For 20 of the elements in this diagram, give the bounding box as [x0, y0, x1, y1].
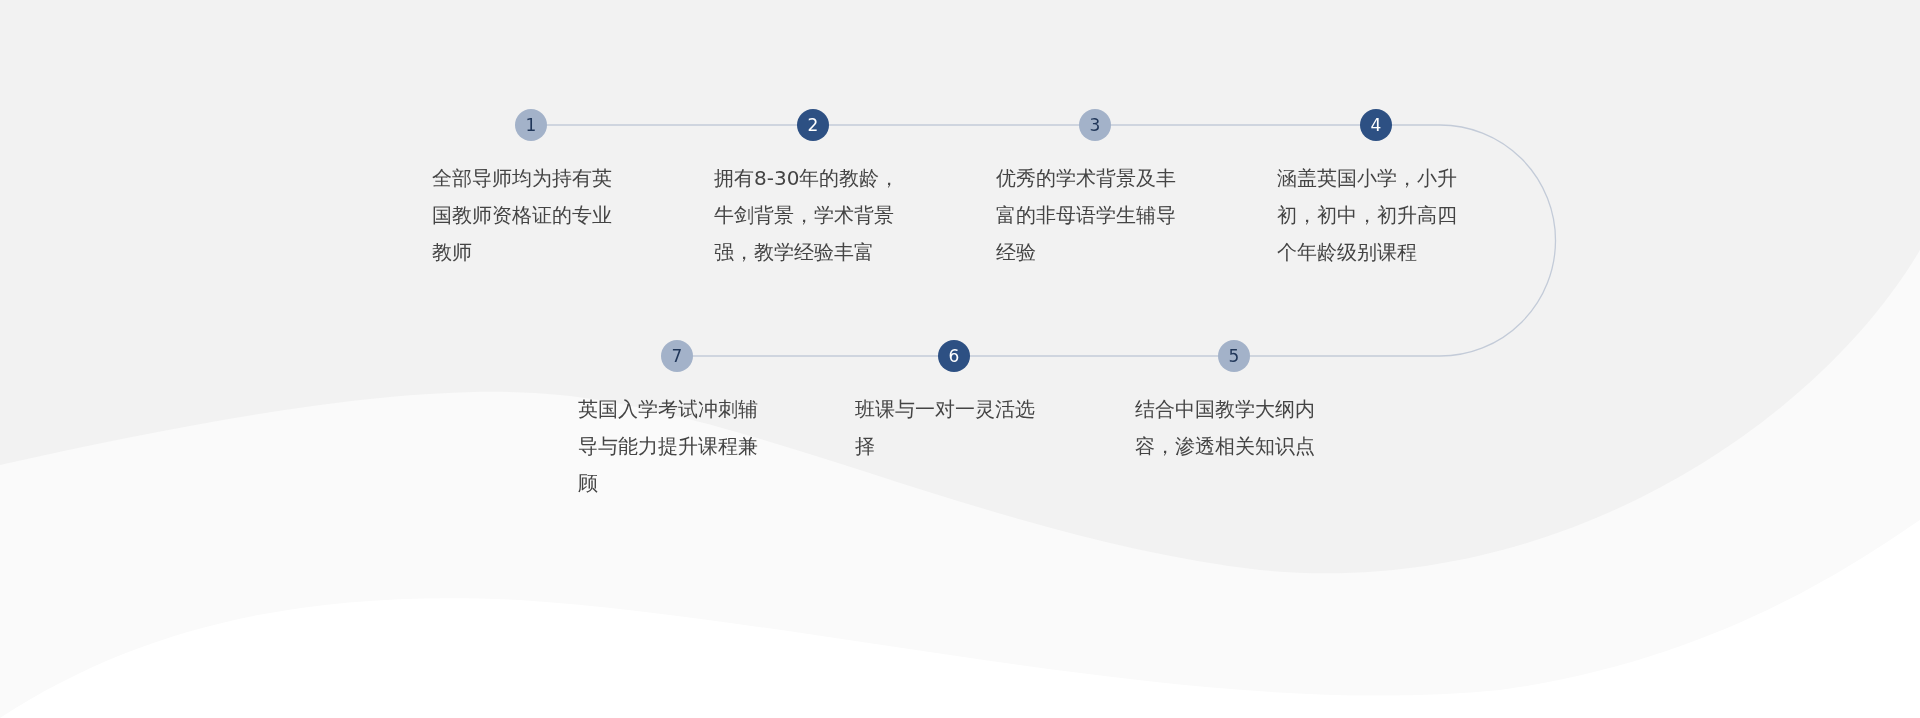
- description-text: 班课与一对一灵活选择: [855, 396, 1036, 460]
- step-number-circle: 4: [1360, 109, 1392, 141]
- connector-line: [1110, 124, 1361, 126]
- connector-line: [546, 124, 798, 126]
- description-text: 全部导师均为持有英国教师资格证的专业教师: [432, 165, 613, 266]
- connector-line: [828, 124, 1080, 126]
- description-text: 英国入学考试冲刺辅导与能力提升课程兼顾: [578, 396, 759, 497]
- description-text: 拥有8-30年的教龄，牛剑背景，学术背景强，教学经验丰富: [714, 165, 901, 266]
- connector-line: [969, 355, 1219, 357]
- step-number-circle: 7: [661, 340, 693, 372]
- description-text: 优秀的学术背景及丰富的非母语学生辅导经验: [996, 165, 1177, 266]
- description-text: 结合中国教学大纲内容，渗透相关知识点: [1135, 396, 1316, 460]
- step-number-circle: 6: [938, 340, 970, 372]
- step-number-circle: 3: [1079, 109, 1111, 141]
- step-number-circle: 1: [515, 109, 547, 141]
- description-text: 涵盖英国小学，小升初，初中，初升高四个年龄级别课程: [1277, 165, 1458, 266]
- connector-line: [692, 355, 939, 357]
- step-number-circle: 2: [797, 109, 829, 141]
- step-number-circle: 5: [1218, 340, 1250, 372]
- connector-line: [1249, 124, 1556, 357]
